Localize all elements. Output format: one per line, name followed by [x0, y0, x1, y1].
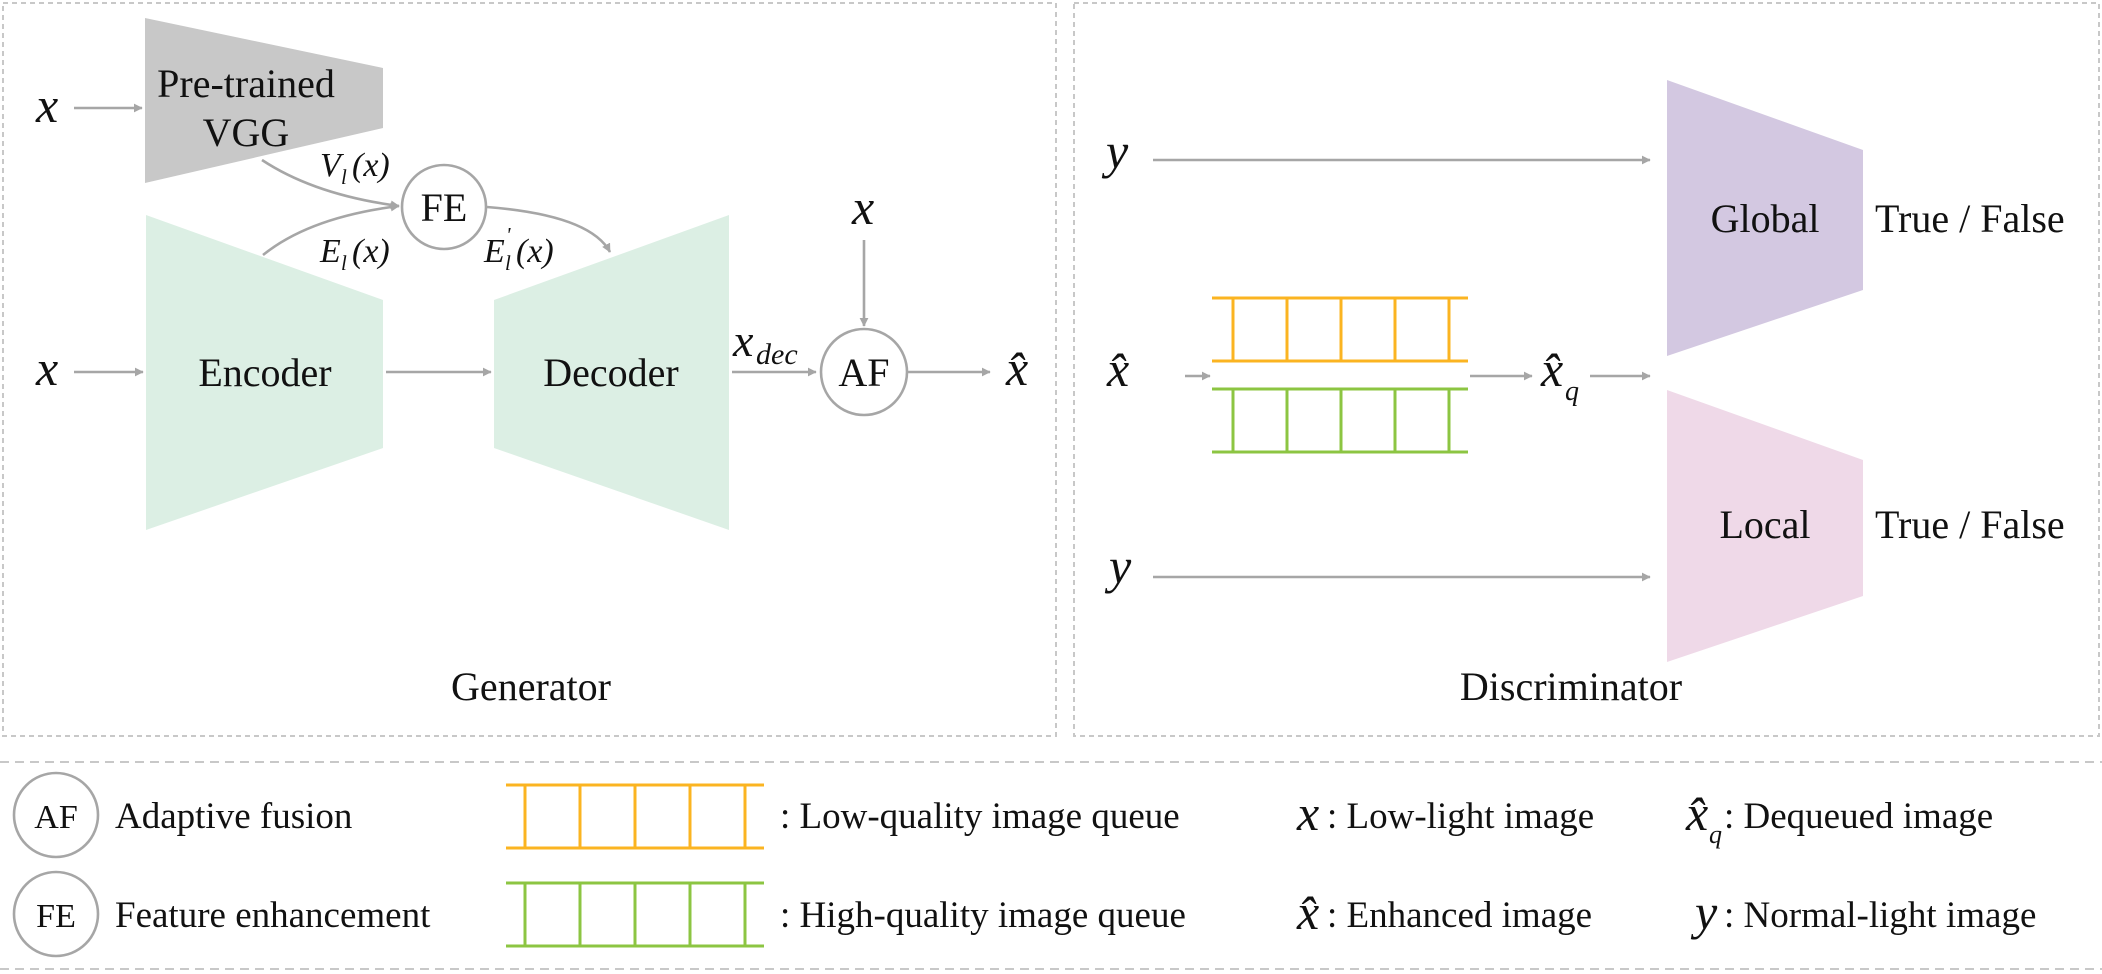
- encoder-label: Encoder: [198, 350, 331, 395]
- legend-xq-sub: q: [1709, 820, 1722, 849]
- dequeued-label: x̂ q: [1540, 341, 1579, 407]
- legend-fe-symbol: FE: [36, 898, 76, 935]
- legend-x-text: : Low-light image: [1327, 796, 1594, 837]
- legend-x-symbol: x: [1296, 785, 1319, 841]
- enhanced-feature-label: E l ' (x): [483, 223, 554, 275]
- svg-text:dec: dec: [756, 338, 798, 371]
- arrow-vgg-to-fe: [261, 158, 400, 210]
- encoder-feature-label: E l (x): [319, 233, 390, 275]
- fe-circle: [400, 163, 488, 251]
- svg-text:x: x: [732, 315, 754, 366]
- legend-high-queue-text: : High-quality image queue: [780, 895, 1186, 936]
- vgg-label-line1: Pre-trained: [157, 61, 335, 106]
- legend-af-symbol: AF: [34, 799, 77, 836]
- generator-panel: [2, 2, 1057, 737]
- legend-fe-text: Feature enhancement: [115, 895, 431, 936]
- local-output: True / False: [1875, 502, 2065, 547]
- vgg-block: [145, 18, 383, 183]
- local-label: Local: [1719, 502, 1810, 547]
- svg-text:l: l: [341, 165, 347, 189]
- svg-text:l: l: [505, 251, 511, 275]
- svg-text:(x): (x): [352, 233, 390, 270]
- vgg-feature-label: V l (x): [320, 147, 390, 189]
- discriminator: Global True / False Local True / False y…: [1101, 80, 2065, 709]
- arrow-encoder-to-fe: [262, 202, 400, 257]
- global-discriminator-block: [1667, 80, 1863, 356]
- svg-text:x̂: x̂: [1540, 341, 1563, 397]
- generator-caption: Generator: [451, 664, 611, 709]
- legend-af-circle: [12, 771, 100, 859]
- svg-text:E: E: [483, 233, 505, 270]
- input-x-af: x: [851, 179, 874, 235]
- generator: Pre-trained VGG Encoder Decoder x x FE V…: [35, 18, 1028, 709]
- legend-y-text: : Normal-light image: [1724, 895, 2036, 936]
- svg-text:(x): (x): [516, 233, 554, 270]
- legend-xhat-text: : Enhanced image: [1327, 895, 1592, 936]
- svg-text:l: l: [341, 251, 347, 275]
- decoder-output-label: x dec: [732, 315, 798, 371]
- legend-y-symbol: y: [1690, 884, 1718, 940]
- legend-xq-text: : Dequeued image: [1724, 796, 1993, 837]
- legend-af-text: Adaptive fusion: [115, 796, 352, 837]
- legend-xq-symbol: x̂: [1685, 785, 1708, 841]
- input-xhat: x̂: [1106, 341, 1129, 397]
- global-label: Global: [1711, 196, 1820, 241]
- input-x-encoder: x: [35, 340, 58, 396]
- local-discriminator-block: [1667, 390, 1863, 662]
- legend-low-queue-text: : Low-quality image queue: [780, 796, 1180, 837]
- legend-low-queue-icon: [506, 783, 764, 850]
- input-y-top: y: [1101, 123, 1129, 179]
- output-xhat: x̂: [1005, 340, 1028, 396]
- high-quality-queue: [1212, 387, 1468, 454]
- svg-text:': ': [506, 223, 511, 247]
- discriminator-panel: [1073, 2, 2100, 737]
- legend-high-queue-icon: [506, 881, 764, 948]
- legend-fe-circle: [12, 870, 100, 958]
- arrow-fe-to-decoder: [486, 205, 612, 253]
- input-x-vgg: x: [35, 77, 58, 133]
- decoder-label: Decoder: [543, 350, 678, 395]
- discriminator-caption: Discriminator: [1460, 664, 1682, 709]
- svg-text:E: E: [319, 233, 341, 270]
- legend: AF Adaptive fusion FE Feature enhancemen…: [12, 771, 2036, 958]
- global-output: True / False: [1875, 196, 2065, 241]
- decoder-block: [494, 215, 729, 530]
- fe-label: FE: [421, 185, 468, 230]
- af-label: AF: [838, 350, 889, 395]
- vgg-label-line2: VGG: [203, 110, 290, 155]
- svg-text:(x): (x): [352, 147, 390, 184]
- input-y-bottom: y: [1104, 538, 1132, 594]
- encoder-block: [146, 215, 383, 530]
- svg-text:q: q: [1565, 376, 1579, 407]
- legend-xhat-symbol: x̂: [1296, 884, 1319, 940]
- low-quality-queue: [1212, 296, 1468, 363]
